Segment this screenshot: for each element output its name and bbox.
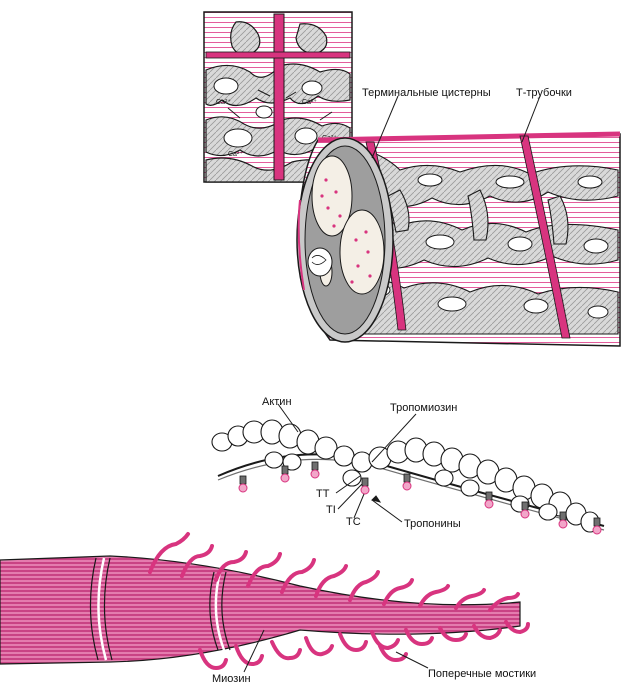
- inset-arrows: [227, 89, 333, 121]
- label-tropomyosin: Тропомиозин: [390, 402, 458, 414]
- label-actin: Актин: [262, 396, 292, 408]
- leader-t-tubules: [521, 95, 541, 143]
- label-myosin: Миозин: [212, 673, 251, 685]
- label-ti: TI: [326, 504, 336, 516]
- label-t-tubules: Т-трубочки: [516, 87, 572, 99]
- label-troponins: Тропонины: [404, 518, 461, 530]
- ca-label-2: Ca²⁺: [302, 99, 317, 106]
- label-cross-bridges: Поперечные мостики: [428, 668, 537, 680]
- label-tc: TC: [346, 516, 361, 528]
- thick-filament-leaders: [243, 629, 429, 673]
- label-tt: TT: [316, 488, 330, 500]
- fiber-end-face: [296, 137, 394, 343]
- ca-label-1: Ca²⁺: [216, 99, 231, 106]
- leader-terminal-cisterns: [371, 95, 399, 159]
- myosin-heads: [148, 532, 530, 671]
- actin-beads: [211, 419, 600, 533]
- troponin-complexes: [238, 461, 602, 535]
- thin-filament-leaders: [277, 403, 417, 523]
- thick-filament: [0, 532, 530, 673]
- muscle-fiber-cylinder: [296, 95, 621, 347]
- label-terminal-cisterns: Терминальные цистерны: [362, 87, 491, 99]
- thin-filament: [211, 403, 605, 535]
- filament-rings: [89, 557, 231, 661]
- ca-label-3: Ca²⁺: [228, 151, 243, 158]
